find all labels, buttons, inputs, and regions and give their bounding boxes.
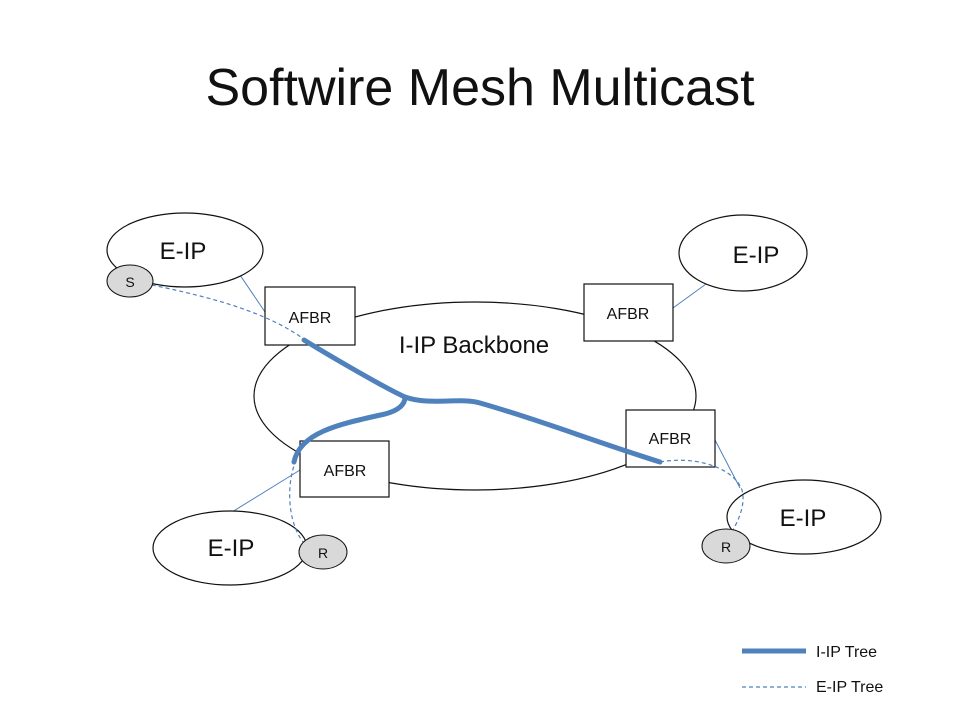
eip-domain-top-left [106, 212, 264, 288]
source-node-label: S [125, 274, 134, 290]
receiver-node-right [701, 528, 751, 564]
eip-label-bottom-right: E-IP [780, 505, 827, 532]
afbr-label-top-right: AFBR [607, 306, 650, 323]
afbr-label-top-left: AFBR [289, 310, 332, 327]
source-node [106, 264, 154, 298]
eip-label-top-right: E-IP [733, 242, 780, 269]
eip-domain-top-right [678, 214, 808, 292]
legend-eip-label: E-IP Tree [816, 679, 883, 696]
connector-tr [672, 283, 707, 309]
connector-tl [239, 274, 266, 313]
eip-tree-source-path [151, 284, 306, 341]
eip-label-bottom-left: E-IP [208, 535, 255, 562]
eip-tree-left-receiver-path [289, 459, 307, 546]
afbr-box-top-left [264, 286, 356, 346]
afbr-box-top-right [583, 283, 674, 342]
eip-label-top-left: E-IP [160, 238, 207, 265]
legend-iip-label: I-IP Tree [816, 644, 877, 661]
afbr-label-bottom-left: AFBR [324, 463, 367, 480]
slide-title: Softwire Mesh Multicast [205, 59, 755, 117]
receiver-node-left [298, 534, 348, 570]
afbr-box-bottom-left [299, 440, 390, 498]
eip-domain-bottom-right [726, 479, 882, 555]
backbone-label: I-IP Backbone [399, 332, 549, 359]
iip-tree-branch-path [291, 394, 408, 465]
eip-tree-right-receiver-path [659, 459, 744, 536]
iip-tree-main-path [301, 337, 663, 465]
connector-bl [231, 469, 301, 513]
afbr-label-bottom-right: AFBR [649, 431, 692, 448]
receiver-node-right-label: R [721, 539, 731, 555]
receiver-node-left-label: R [318, 545, 328, 561]
connector-br [714, 439, 741, 489]
